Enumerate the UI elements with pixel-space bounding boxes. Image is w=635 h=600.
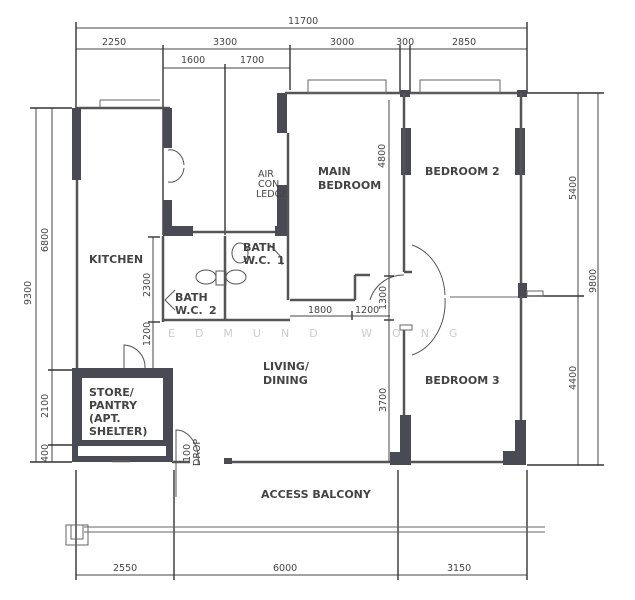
dim-top-4: 300	[396, 37, 414, 48]
dim-top-2: 3300	[213, 37, 237, 48]
dim-left-3: 400	[40, 444, 51, 462]
room-store-2: PANTRY	[89, 399, 138, 412]
room-bedroom-2: BEDROOM 2	[425, 165, 500, 178]
room-bedroom-3: BEDROOM 3	[425, 374, 500, 387]
balcony-railing	[65, 524, 545, 546]
room-bath2-1: BATH	[175, 291, 208, 304]
dim-top-3: 3000	[330, 37, 354, 48]
dim-corridor-1800: 1800	[308, 305, 332, 316]
room-bath1-1: BATH	[243, 241, 276, 254]
dim-left-2: 2100	[40, 394, 51, 418]
walls	[72, 79, 544, 465]
dim-right-overall: 9800	[588, 269, 599, 293]
dim-main-bedroom: 4800	[377, 144, 388, 168]
dim-bottom-3: 3150	[447, 563, 471, 574]
dim-top-sub-1: 1600	[181, 55, 205, 66]
air-con-ledge-3: LEDGE	[256, 189, 288, 200]
air-con-ledge-2: CON	[258, 179, 279, 190]
dim-right-2: 4400	[568, 366, 579, 390]
air-con-ledge-1: AIR	[258, 169, 274, 180]
room-access-balcony: ACCESS BALCONY	[261, 488, 372, 501]
inner-dimensions	[148, 100, 394, 462]
room-bath2-2: W.C.	[175, 304, 203, 317]
room-main-bedroom-2: BEDROOM	[318, 179, 381, 192]
dim-top-5: 2850	[452, 37, 476, 48]
drop-1: 100	[182, 444, 193, 462]
room-store-3: (APT.	[89, 412, 121, 425]
dim-bottom-1: 2550	[113, 563, 137, 574]
room-store-4: SHELTER)	[89, 425, 147, 438]
room-living-2: DINING	[263, 374, 308, 387]
dim-bottom-2: 6000	[273, 563, 297, 574]
dim-top-1: 2250	[102, 37, 126, 48]
dim-corridor-vertical: 1300	[378, 286, 389, 310]
dim-left-overall: 9300	[23, 281, 34, 305]
toilets	[195, 242, 249, 286]
dim-kitchen-door: 1200	[142, 322, 153, 346]
dim-overall-width: 11700	[288, 16, 318, 27]
room-bath1-3: 1	[277, 254, 285, 267]
dim-left-1: 6800	[40, 228, 51, 252]
dim-bath-height: 2300	[142, 273, 153, 297]
left-dimensions	[30, 107, 72, 463]
room-store-1: STORE/	[89, 386, 135, 399]
top-dimensions	[75, 22, 528, 235]
room-living-1: LIVING/	[263, 360, 310, 373]
door-swings	[123, 149, 446, 497]
bottom-dimensions	[75, 470, 528, 580]
watermark: EDMUND WONG	[168, 327, 477, 340]
dim-right-1: 5400	[568, 176, 579, 200]
room-main-bedroom-1: MAIN	[318, 165, 351, 178]
dim-living-depth: 3700	[378, 388, 389, 412]
room-bath2-3: 2	[209, 304, 217, 317]
room-bath1-2: W.C.	[243, 254, 271, 267]
dim-top-sub-2: 1700	[240, 55, 264, 66]
room-kitchen: KITCHEN	[89, 253, 143, 266]
drop-2: DROP	[192, 439, 203, 466]
dim-corridor-1200: 1200	[355, 305, 379, 316]
